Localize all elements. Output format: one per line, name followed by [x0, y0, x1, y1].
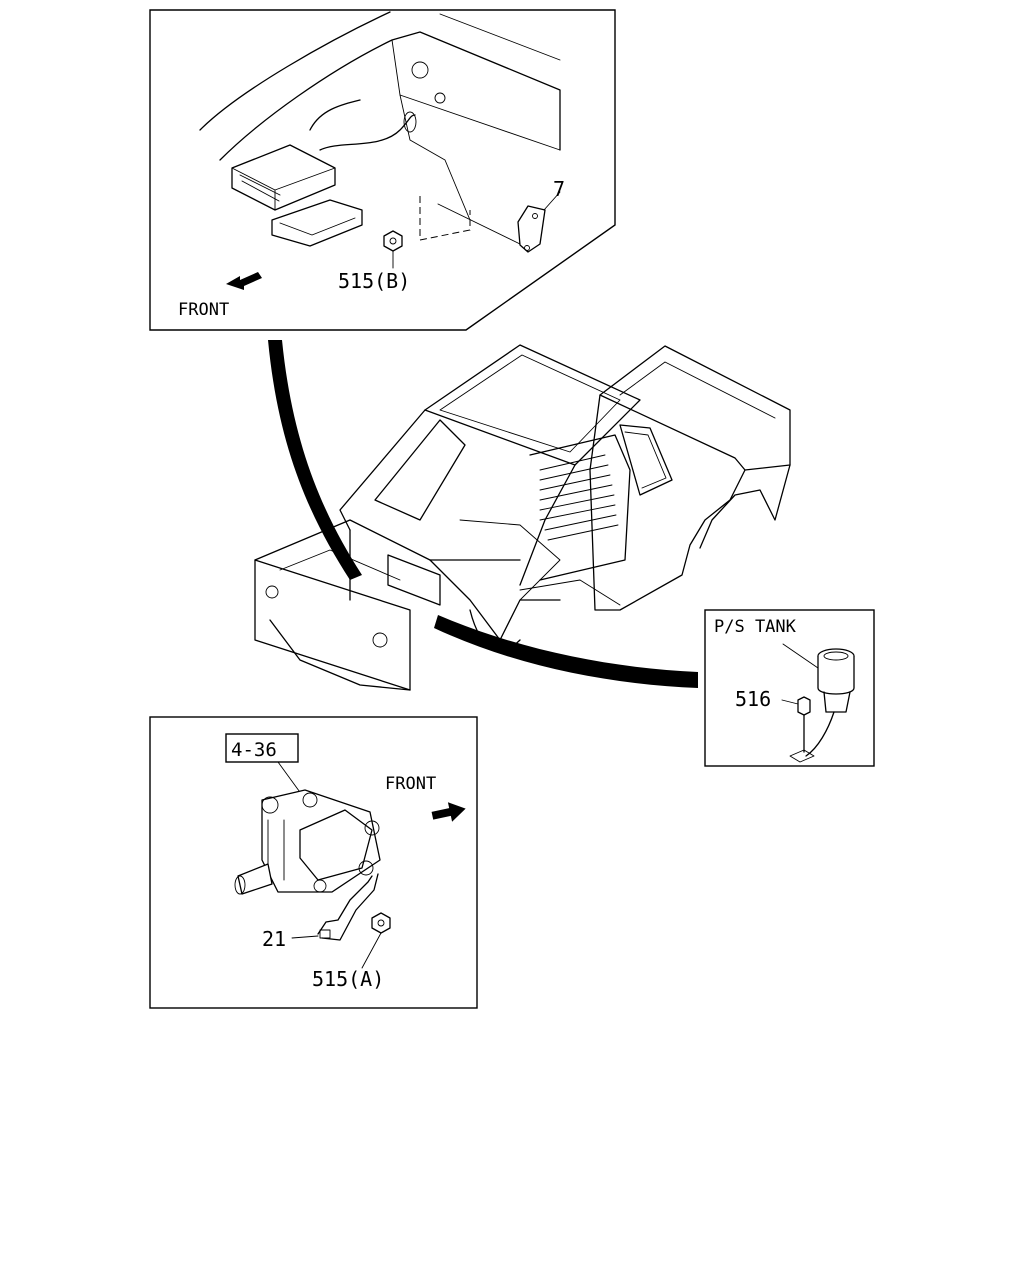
- front-label-bottom: FRONT: [385, 774, 436, 794]
- callout-516: 516: [735, 687, 771, 711]
- inset-bottom: 4-36 FRONT 21 515(A): [149, 716, 478, 1009]
- ps-tank-title: P/S TANK: [714, 617, 797, 637]
- vehicle-body-drawing: [254, 340, 791, 691]
- ref-box-4-36: 4-36: [231, 739, 277, 761]
- inset-ps-tank: P/S TANK 516: [704, 609, 875, 767]
- callout-515a: 515(A): [312, 967, 384, 991]
- callout-21: 21: [262, 927, 286, 951]
- front-label-top: FRONT: [178, 300, 229, 320]
- callout-515b: 515(B): [338, 269, 410, 293]
- inset-top: FRONT 7 515(B): [149, 9, 616, 331]
- callout-7: 7: [553, 177, 565, 201]
